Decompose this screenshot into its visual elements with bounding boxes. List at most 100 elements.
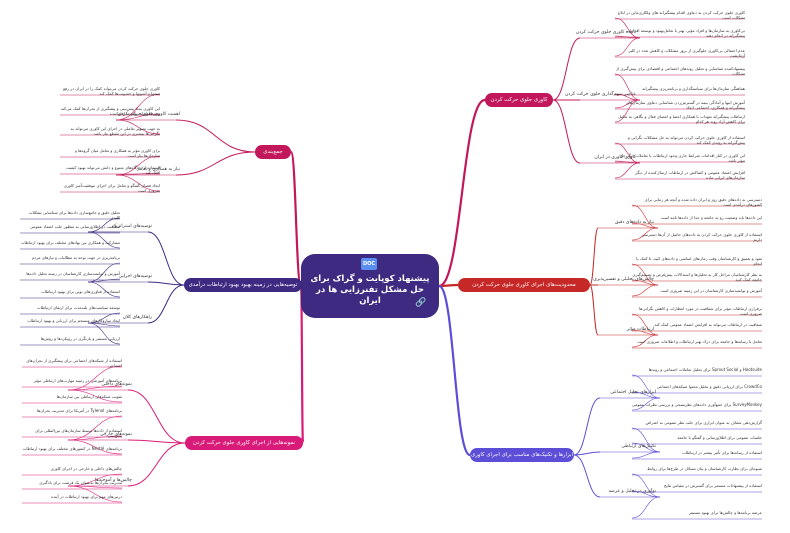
leaf-note[interactable]: استفاده از دیدگاه‌های متنوع و دانش می‌تو… — [66, 165, 160, 176]
branch-topic[interactable]: ابزارها و تکنیک‌های مناسب برای اجرای کاو… — [470, 448, 574, 462]
leaf-note[interactable]: تعامل با رسانه‌ها و جامعه برای درک بهتر … — [637, 339, 762, 344]
leaf-connector — [631, 279, 659, 286]
leaf-note[interactable]: برای کاوری مؤثر به همکاری و تعامل میان گ… — [74, 148, 160, 159]
leaf-note[interactable]: مدیریت بحران‌ها به‌عنوان یک فرصت برای یا… — [39, 480, 122, 485]
leaf-note[interactable]: Hootsuite و Sprout Social برای تحلیل تعا… — [648, 367, 762, 372]
leaf-note[interactable]: برنامه‌ریزی در جهت توجه به مطالبات و نیا… — [31, 255, 120, 260]
leaf-note[interactable]: به نظر کارشناسان مراحل کار به تحلیل‌ها و… — [632, 272, 762, 283]
subtopic-label[interactable]: توصیه‌های استراتژیک — [112, 224, 152, 229]
leaf-note[interactable]: شفافیت در اطلاع‌رسانی به منظور جلب اعتما… — [29, 224, 120, 229]
branch-connector — [438, 98, 486, 288]
leaf-connector — [87, 322, 121, 327]
subtopic-label[interactable]: چالش‌ها و آموخته‌ها — [94, 478, 132, 483]
leaf-connector — [87, 322, 121, 345]
leaf-connector — [67, 439, 123, 455]
leaf-connector — [614, 162, 641, 179]
leaf-note[interactable]: افزایش اعتماد عمومی و کشاکش در ارتباطات … — [635, 170, 745, 181]
subtopic-connector — [147, 281, 185, 286]
leaf-note[interactable]: برنامه‌های آموزشی در زمینه مهارت‌های ارت… — [33, 378, 122, 383]
subtopic-label[interactable]: ارتباطات مؤثر — [626, 327, 654, 332]
leaf-note[interactable]: ارتباطات پیشگیرانه تعهدات با همکاری اعضا… — [617, 114, 745, 125]
branch-topic[interactable]: کاوری جلوی حرکت کردن — [485, 93, 553, 107]
leaf-note[interactable]: پیشنهاد‌کننده شناسایی و تحلیل روندهای اج… — [616, 66, 745, 77]
leaf-note[interactable]: چالش‌های داخلی و خارجی در اجرای کاوری — [50, 466, 122, 471]
leaf-note[interactable]: SurveyMonkey برای جمع‌آوری داده‌های نظرس… — [631, 402, 762, 407]
subtopic-label[interactable]: تکنیک‌های ارتباطی — [621, 444, 656, 449]
subtopic-connector — [552, 99, 581, 164]
leaf-connector — [67, 365, 123, 391]
branch-topic[interactable]: توصیه‌هایی در زمینه بهبود بهبود ارتباطات… — [184, 278, 302, 292]
central-topic[interactable]: DOC پیشنهاد کوپایت و گراک برای حل مشکل ت… — [301, 254, 439, 318]
leaf-note[interactable]: برقراری ارتباطات مؤثر برای شفافیت در مور… — [639, 306, 762, 317]
branch-connector — [289, 150, 303, 288]
leaf-note[interactable]: تحلیل دقیق و جامع‌سازی داده‌ها برای شناس… — [28, 210, 120, 221]
subtopic-connector — [127, 442, 186, 487]
subtopic-label[interactable]: نیاز به همکاری و تعامل — [136, 167, 180, 172]
leaf-note[interactable]: شفافیت در ارتباطات می‌تواند به افزایش اع… — [654, 322, 762, 327]
leaf-connector — [87, 231, 121, 249]
leaf-note[interactable]: آموزش و توانمندسازی کارشناسان در زمینه ت… — [26, 271, 120, 276]
leaf-note[interactable]: این کاوری در کنار اقدامات شرایط جاری وجو… — [619, 153, 745, 164]
subtopic-label[interactable]: کاوری کاوری در ایران — [594, 155, 636, 160]
leaf-note[interactable]: استفاده از رسانه‌ها برای تأثیر بیشتر در … — [681, 450, 762, 455]
leaf-note[interactable]: تقویت شبکه‌های ارتباطی بین سازمان‌ها — [56, 394, 122, 399]
leaf-note[interactable]: برنامه‌های Nestlé در کشورهای مختلف برای … — [22, 446, 122, 451]
leaf-note[interactable]: این کاوری به‌ما پیش‌بینی و پیشگیری از بح… — [60, 106, 160, 117]
leaf-note[interactable]: ایجاد سازوکارهای منسجم برای ارزیابی و به… — [27, 318, 120, 323]
subtopic-label[interactable]: چالش‌های تحلیلی و تفسیرپذیری — [593, 277, 654, 282]
leaf-connector — [614, 37, 641, 57]
subtopic-label[interactable]: تاییده کاوری جلوی حرکت کردن — [575, 30, 636, 35]
leaf-note[interactable]: این داده‌ها باید وضعیت رو به جامعه و جدا… — [660, 215, 762, 220]
leaf-connector — [614, 93, 641, 101]
subtopic-label[interactable]: نوآوری در تحلیل و عرضه — [608, 489, 656, 494]
subtopic-label[interactable]: راهکارهای کلان — [122, 315, 152, 320]
leaf-note[interactable]: مشارکت و همکاری بین نهادهای مختلف برای ب… — [20, 240, 120, 245]
leaf-note[interactable]: استفاده از کاوری جلوی حرکت کردن می‌تواند… — [627, 135, 745, 146]
leaf-note[interactable]: آموزش و توانمندسازی کارشناسان در این زمی… — [660, 288, 762, 293]
leaf-note[interactable]: گزارش‌دهی شفاف به عنوان ابزاری برای جلب … — [645, 420, 762, 425]
branch-topic[interactable]: نمونه‌هایی از اجرای کاوری جلوی حرکت کردن — [185, 436, 303, 450]
leaf-note[interactable]: استفاده از داده‌ها توسط سازمان‌های بین‌ا… — [35, 428, 122, 439]
leaf-note[interactable]: آموزش اینها و آمادگی بیمه در گسترش‌زدن ش… — [626, 100, 745, 111]
leaf-note[interactable]: کاوری جلوی حرکت کردن می‌تواند کمک را در … — [63, 86, 160, 97]
leaf-note[interactable]: استفاده از فناوری‌های نوین برای بهبود ار… — [41, 289, 120, 294]
branch-topic[interactable]: محدودیت‌های اجرای کاوری جلوی حرکت کردن — [458, 278, 590, 292]
subtopic-label[interactable]: عناصر سهم‌گذاری جلوی حرکت کردن — [564, 92, 636, 97]
leaf-note[interactable]: شیوه‌ای برای نظارت کارشناسان و بیان مسائ… — [647, 466, 762, 471]
leaf-note[interactable]: CrowdCo برای ارزیابی دقیق و تحلیل محتوا … — [656, 384, 762, 389]
subtopic-label[interactable]: نمونه‌های داخلی — [101, 382, 132, 387]
leaf-note[interactable]: ارزیابی مستمر و بازنگری در رویکردها و رو… — [40, 336, 120, 341]
leaf-note[interactable]: جلسات عمومی برای اطلاع‌رسانی و گفتگو با … — [677, 435, 762, 440]
leaf-note[interactable]: استفاده از کاوری جلوی حرکت کردن به داده‌… — [641, 232, 762, 243]
leaf-connector — [614, 142, 641, 164]
leaf-connector — [631, 334, 659, 348]
leaf-connector — [67, 435, 123, 441]
leaf-note[interactable]: دسترسی به داده‌های دقیق روز و ایران داده… — [644, 197, 762, 208]
leaf-note[interactable]: نفوذ و تعمیق و کارشناسان وقت زمان‌های اس… — [636, 256, 762, 267]
subtopic-connector — [127, 389, 186, 444]
leaf-note[interactable]: درس‌های مهم برای بهبود ارتباطات در آینده — [51, 494, 122, 499]
subtopic-label[interactable]: نیاز به داده‌های دقیق — [614, 220, 654, 225]
leaf-note[interactable]: عدم احتمالی بی‌کاوری جلوگیری از بروز مشک… — [628, 48, 745, 59]
subtopic-label[interactable]: نمونه‌های خارجی — [99, 432, 132, 437]
leaf-note[interactable]: عرضه برنامه‌ها و چالش‌ها برای بهبود مستم… — [688, 510, 762, 515]
subtopic-label[interactable]: توصیه‌های اجرایی — [118, 274, 152, 279]
leaf-connector — [115, 174, 161, 192]
leaf-note[interactable]: استفاده از شبکه‌های اجتماعی برای پیشگیری… — [26, 358, 122, 369]
leaf-connector — [631, 263, 659, 286]
leaf-note[interactable]: توسعه سیاست‌های بلندمدت برای ارتقای ارتب… — [36, 305, 120, 310]
leaf-note[interactable]: کاوری جلوی حرکت کردن به دعاوی اقدام پیشگ… — [617, 10, 745, 21]
leaf-connector — [631, 329, 659, 336]
leaf-connector — [115, 155, 161, 176]
subtopic-label[interactable]: اهمیت کاوری جلوی حرکت کردن — [117, 112, 180, 117]
leaf-note[interactable]: برنامه‌های Tylenol در آمریکا برای مدیریت… — [36, 408, 122, 413]
leaf-note[interactable]: ایجاد فضای گفتگو و تعامل برای اجرای موفق… — [63, 183, 160, 194]
leaf-note[interactable]: هماهنگی سازمان‌ها برای سیاستگذاری و برنا… — [642, 86, 745, 91]
leaf-note[interactable]: بی‌کاوری به سازمان‌ها و افراد مؤثر، بهتر… — [626, 28, 745, 39]
branch-topic[interactable]: جمع‌بندی — [255, 145, 291, 159]
leaf-note[interactable]: به جهت تصویر تعاملی در اجرای این کاوری م… — [70, 126, 160, 137]
leaf-connector — [631, 442, 661, 453]
leaf-note[interactable]: استفاده از پیشنهادات مستمر برای گسترش در… — [663, 483, 762, 488]
subtopic-label[interactable]: ابزارهای تحلیل اجتماعی — [610, 390, 656, 395]
leaf-connector — [631, 374, 661, 399]
